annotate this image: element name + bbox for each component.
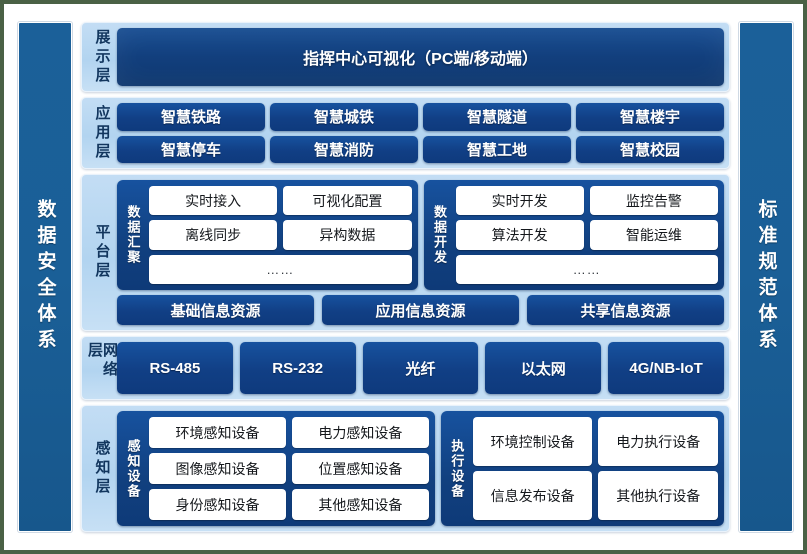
platform-group-data-aggregation-label-col: 数据汇聚: [123, 186, 143, 284]
sensor-item-identity[interactable]: 身份感知设备: [149, 489, 286, 520]
layer-presentation: 展示层 指挥中心可视化（PC端/移动端）: [81, 22, 730, 92]
resource-item-basic-info[interactable]: 基础信息资源: [117, 295, 314, 325]
app-item-smart-construction[interactable]: 智慧工地: [423, 135, 571, 163]
resource-item-shared-info[interactable]: 共享信息资源: [527, 295, 724, 325]
platform-resource-row: 基础信息资源 应用信息资源 共享信息资源: [117, 295, 724, 325]
network-item-ethernet[interactable]: 以太网: [485, 342, 602, 394]
app-item-smart-tunnel[interactable]: 智慧隧道: [423, 103, 571, 131]
development-row-1: 实时开发 监控告警: [455, 186, 718, 216]
left-pillar-data-security: 数据安全体系: [18, 22, 72, 532]
aggregation-item-realtime-ingest[interactable]: 实时接入: [149, 186, 278, 216]
aggregation-item-offline-sync[interactable]: 离线同步: [149, 220, 278, 250]
actuator-item-environment-control[interactable]: 环境控制设备: [472, 417, 593, 466]
resource-item-app-info[interactable]: 应用信息资源: [322, 295, 519, 325]
layer-network-body: RS-485 RS-232 光纤 以太网 4G/NB-IoT: [117, 342, 724, 394]
aggregation-item-heterogeneous-data[interactable]: 异构数据: [283, 220, 412, 250]
app-item-smart-campus[interactable]: 智慧校园: [576, 135, 724, 163]
application-row-2: 智慧停车 智慧消防 智慧工地 智慧校园: [117, 135, 724, 163]
sensing-group-actuator-devices-label-col: 执行设备: [447, 417, 467, 520]
development-row-2: 算法开发 智能运维: [455, 220, 718, 250]
application-row-1: 智慧铁路 智慧城铁 智慧隧道 智慧楼宇: [117, 103, 724, 131]
aggregation-row-3: ……: [149, 254, 412, 284]
aggregation-item-ellipsis[interactable]: ……: [149, 254, 412, 284]
layer-platform-label-col: 平台层: [87, 180, 117, 325]
layer-platform-label: 平台层: [93, 224, 111, 281]
sensing-group-actuator-devices-grid: 环境控制设备 电力执行设备 信息发布设备 其他执行设备: [472, 417, 718, 520]
sensor-item-power[interactable]: 电力感知设备: [291, 417, 429, 448]
architecture-diagram: 数据安全体系 展示层 指挥中心可视化（PC端/移动端） 应用层 智慧铁路 智慧城…: [4, 4, 803, 550]
platform-group-data-aggregation-label: 数据汇聚: [125, 205, 141, 265]
development-row-3: ……: [455, 254, 718, 284]
app-item-smart-parking[interactable]: 智慧停车: [117, 135, 265, 163]
sensing-group-sensor-devices: 感知设备 环境感知设备 电力感知设备 图像感知设备 位置感知设备: [117, 411, 435, 526]
layer-stack: 展示层 指挥中心可视化（PC端/移动端） 应用层 智慧铁路 智慧城铁 智慧隧道 …: [81, 22, 730, 532]
actuator-row-1: 环境控制设备 电力执行设备: [472, 417, 718, 466]
development-item-monitor-alarm[interactable]: 监控告警: [589, 186, 718, 216]
app-item-smart-metro[interactable]: 智慧城铁: [270, 103, 418, 131]
actuator-item-other[interactable]: 其他执行设备: [598, 471, 718, 520]
actuator-item-power-execution[interactable]: 电力执行设备: [598, 417, 718, 466]
sensing-group-sensor-devices-label-col: 感知设备: [123, 417, 143, 520]
development-item-algorithm-dev[interactable]: 算法开发: [455, 220, 584, 250]
sensing-group-sensor-devices-grid: 环境感知设备 电力感知设备 图像感知设备 位置感知设备 身份感知设备 其他感知设…: [149, 417, 429, 520]
left-pillar-label: 数据安全体系: [34, 199, 56, 355]
network-item-fiber[interactable]: 光纤: [362, 342, 479, 394]
aggregation-item-visual-config[interactable]: 可视化配置: [283, 186, 412, 216]
layer-network-label-col: 网络层: [86, 342, 118, 394]
actuator-item-info-release[interactable]: 信息发布设备: [472, 471, 593, 520]
app-item-smart-building[interactable]: 智慧楼宇: [576, 103, 724, 131]
layer-sensing-label-col: 感知层: [87, 411, 117, 526]
sensor-row-3: 身份感知设备 其他感知设备: [149, 489, 429, 520]
network-item-rs232[interactable]: RS-232: [239, 342, 356, 394]
development-item-ellipsis[interactable]: ……: [455, 254, 718, 284]
sensor-item-environment[interactable]: 环境感知设备: [149, 417, 286, 448]
layer-presentation-label: 展示层: [93, 28, 111, 86]
sensor-row-2: 图像感知设备 位置感知设备: [149, 453, 429, 484]
layer-network: 网络层 RS-485 RS-232 光纤 以太网 4G/NB-IoT: [81, 336, 730, 400]
network-item-rs485[interactable]: RS-485: [117, 342, 233, 394]
platform-groups: 数据汇聚 实时接入 可视化配置 离线同步 异构数据: [117, 180, 724, 290]
app-item-smart-firefighting[interactable]: 智慧消防: [270, 135, 418, 163]
actuator-row-2: 信息发布设备 其他执行设备: [472, 471, 718, 520]
sensor-item-location[interactable]: 位置感知设备: [291, 453, 429, 484]
development-item-intelligent-ops[interactable]: 智能运维: [589, 220, 718, 250]
layer-sensing: 感知层 感知设备 环境感知设备 电力感知设备: [81, 405, 730, 532]
layer-presentation-body: 指挥中心可视化（PC端/移动端）: [117, 28, 724, 86]
platform-group-data-aggregation: 数据汇聚 实时接入 可视化配置 离线同步 异构数据: [117, 180, 418, 290]
right-pillar-label: 标准规范体系: [755, 199, 777, 355]
platform-group-data-development: 数据开发 实时开发 监控告警 算法开发 智能运维: [423, 180, 724, 290]
platform-group-data-development-label: 数据开发: [432, 205, 447, 265]
layer-application-body: 智慧铁路 智慧城铁 智慧隧道 智慧楼宇 智慧停车 智慧消防 智慧工地 智慧校园: [117, 103, 724, 163]
sensing-groups: 感知设备 环境感知设备 电力感知设备 图像感知设备 位置感知设备: [117, 411, 724, 526]
platform-group-data-development-grid: 实时开发 监控告警 算法开发 智能运维 ……: [455, 186, 718, 284]
sensor-item-image[interactable]: 图像感知设备: [149, 453, 286, 484]
layer-platform: 平台层 数据汇聚 实时接入 可视化配置: [81, 174, 730, 331]
network-items: RS-485 RS-232 光纤 以太网 4G/NB-IoT: [117, 342, 724, 394]
sensing-group-actuator-devices: 执行设备 环境控制设备 电力执行设备 信息发布设备 其他执行设备: [440, 411, 724, 526]
layer-sensing-label: 感知层: [93, 440, 111, 497]
layer-platform-body: 数据汇聚 实时接入 可视化配置 离线同步 异构数据: [117, 180, 724, 325]
layer-presentation-label-col: 展示层: [87, 28, 117, 86]
aggregation-row-2: 离线同步 异构数据: [149, 220, 412, 250]
layer-application-label: 应用层: [93, 104, 111, 162]
network-item-4g-nbiot[interactable]: 4G/NB-IoT: [608, 342, 724, 394]
right-pillar-standards-system: 标准规范体系: [739, 22, 793, 532]
sensing-group-sensor-devices-label: 感知设备: [125, 438, 141, 499]
layer-network-label: 网络层: [86, 342, 118, 380]
sensor-item-other[interactable]: 其他感知设备: [291, 489, 429, 520]
aggregation-row-1: 实时接入 可视化配置: [149, 186, 412, 216]
sensing-group-actuator-devices-label: 执行设备: [449, 438, 465, 499]
layer-application-label-col: 应用层: [87, 103, 117, 163]
platform-group-data-aggregation-grid: 实时接入 可视化配置 离线同步 异构数据 ……: [149, 186, 412, 284]
layer-sensing-body: 感知设备 环境感知设备 电力感知设备 图像感知设备 位置感知设备: [117, 411, 724, 526]
app-item-smart-railway[interactable]: 智慧铁路: [117, 103, 265, 131]
development-item-realtime-dev[interactable]: 实时开发: [455, 186, 584, 216]
layer-application: 应用层 智慧铁路 智慧城铁 智慧隧道 智慧楼宇 智慧停车 智慧消防 智慧工地 智…: [81, 97, 730, 169]
platform-group-data-development-label-col: 数据开发: [430, 186, 450, 284]
command-center-visualization-bar[interactable]: 指挥中心可视化（PC端/移动端）: [117, 28, 724, 86]
sensor-row-1: 环境感知设备 电力感知设备: [149, 417, 429, 448]
